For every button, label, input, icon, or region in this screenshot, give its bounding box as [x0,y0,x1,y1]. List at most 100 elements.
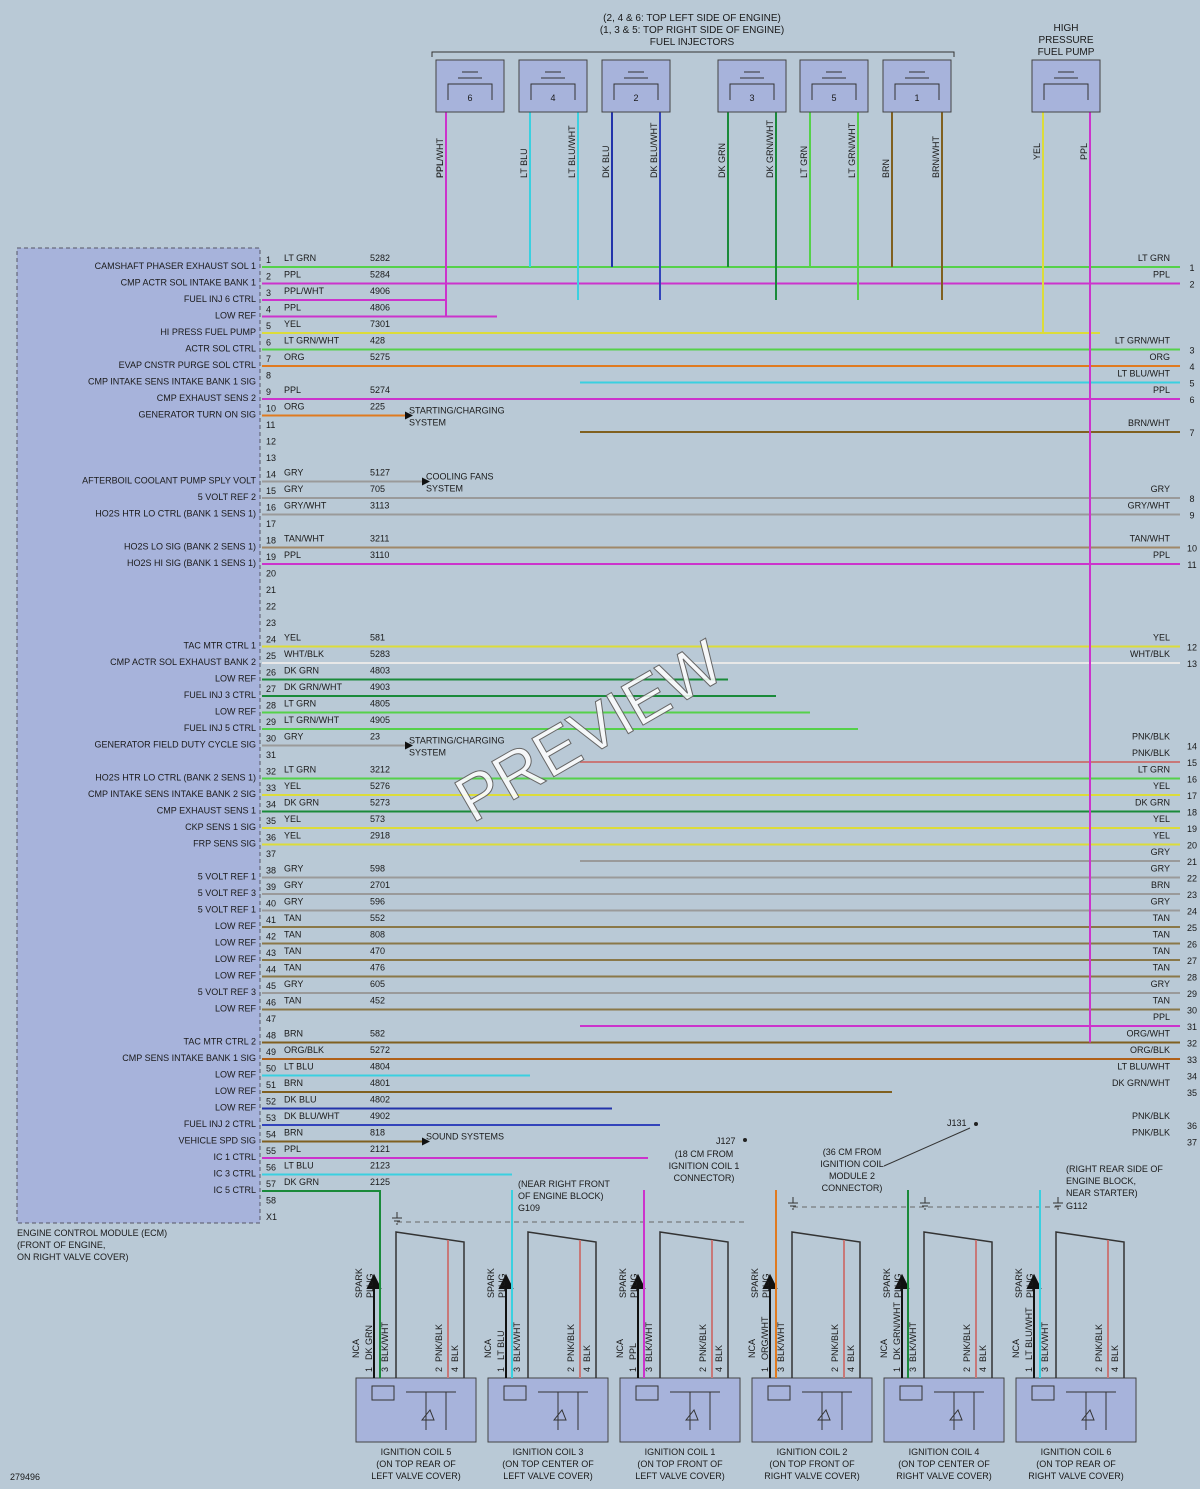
ecm-pin-number: 35 [266,816,276,826]
ecm-pin-signal: LOW REF [215,954,257,964]
nca-label: NCA [879,1339,889,1358]
coil-driver-icon [670,1391,720,1430]
coil-name: IGNITION COIL 1 [645,1447,716,1457]
ecm-pin-wire-color: YEL [284,633,301,643]
right-connector-pin: 10 [1187,544,1197,554]
coil-pin: 1 [628,1367,638,1372]
spark-plug-label: SPARK [354,1268,364,1298]
coil-pin: 1 [496,1367,506,1372]
right-connector-pin: 16 [1187,775,1197,785]
ecm-pin-signal: HO2S HTR LO CTRL (BANK 2 SENS 1) [95,773,256,783]
injector-wire-color: DK GRN/WHT [765,120,775,178]
coil-winding-icon [899,1385,923,1401]
wires-layer [262,112,1180,1192]
ecm-pin-signal: LOW REF [215,707,257,717]
right-connector-pin: 4 [1189,362,1194,372]
ecm-pin-circuit: 5272 [370,1045,390,1055]
ecm-pin-number: 39 [266,882,276,892]
ecm-pin-signal: CMP EXHAUST SENS 2 [157,393,256,403]
right-wire-color: GRY/WHT [1128,501,1171,511]
right-wire-color: TAN [1153,930,1170,940]
ecm-pin-signal: GENERATOR TURN ON SIG [138,410,256,420]
coil-name: IGNITION COIL 3 [513,1447,584,1457]
ground-icon [788,1197,798,1210]
ecm-pin-wire-color: TAN [284,963,301,973]
ecm-pin-number: 26 [266,668,276,678]
right-connector-pin: 24 [1187,907,1197,917]
ecm-pin-number: 34 [266,800,276,810]
j127-label: J127 [716,1136,736,1146]
right-wire-color: GRY [1151,897,1170,907]
ecm-pin-wire-color: WHT/BLK [284,649,324,659]
ecm-pin-number: 29 [266,717,276,727]
right-wire-color: GRY [1151,979,1170,989]
ecm-pin-number: 4 [266,305,271,315]
coil-pin: 3 [512,1367,522,1372]
coil-location: RIGHT VALVE COVER) [896,1471,992,1481]
right-wire-color: PPL [1153,270,1170,280]
injector-box [518,59,588,113]
ecm-pin-circuit: 3212 [370,765,390,775]
coil-box [751,1377,873,1443]
ecm-pin-signal: CMP EXHAUST SENS 1 [157,806,256,816]
ecm-pin-circuit: 552 [370,913,385,923]
injector-title-3: FUEL INJECTORS [650,37,735,48]
ecm-pin-circuit: 573 [370,814,385,824]
ecm-pin-signal: LOW REF [215,1086,257,1096]
ecm-pin-circuit: 4804 [370,1062,390,1072]
ground-icon [392,1212,402,1225]
coil-pin: 3 [1040,1367,1050,1372]
right-connector-pin: 20 [1187,841,1197,851]
coil-wire-color: BLK/WHT [908,1321,918,1362]
solenoid-icon [613,71,659,100]
coil-wire-color: PNK/BLK [698,1324,708,1362]
spark-plug-label: PLUG [1025,1273,1035,1298]
right-wire-color: YEL [1153,814,1170,824]
right-wire-color: PNK/BLK [1132,1111,1170,1121]
coil-ground-wire [659,1231,729,1378]
coil-box [487,1377,609,1443]
ecm-pin-circuit: 470 [370,946,385,956]
ecm-pin-number: 38 [266,866,276,876]
arrow-icon [422,477,430,486]
coil-wire-color: BLK/WHT [644,1321,654,1362]
arrow-icon [405,411,413,420]
ecm-pin-circuit: 581 [370,633,385,643]
spark-plug-arrow-icon [1026,1273,1042,1378]
pump-box [1031,59,1101,113]
j131-note-3: MODULE 2 [829,1171,875,1181]
ecm-pin-wire-color: YEL [284,814,301,824]
ecm-pin-wire-color: TAN [284,913,301,923]
injector-number: 4 [550,93,555,103]
ecm-pin-circuit: 23 [370,732,380,742]
ecm-pin-wire-color: DK GRN/WHT [284,682,342,692]
ecm-pin-wire-color: TAN/WHT [284,534,325,544]
right-connector-pin: 1 [1189,263,1194,273]
ecm-pin-number: 52 [266,1097,276,1107]
ecm-pin-wire-color: DK BLU [284,1095,317,1105]
ecm-pin-wire-color: GRY [284,880,303,890]
right-connector-pin: 23 [1187,890,1197,900]
ecm-pin-number: 22 [266,602,276,612]
ecm-pin-number: 28 [266,701,276,711]
right-wire-color: PPL [1153,1012,1170,1022]
ecm-pin-signal: CMP SENS INTAKE BANK 1 SIG [122,1053,256,1063]
spark-plug-label: PLUG [365,1273,375,1298]
ecm-pin-wire-color: PPL [284,303,301,313]
ecm-pin-number: 37 [266,849,276,859]
spark-plug-arrow-icon [762,1273,778,1378]
right-connector-pin: 37 [1187,1138,1197,1148]
coil-location: LEFT VALVE COVER) [635,1471,725,1481]
figure-id: 279496 [10,1472,40,1482]
coil-pin: 2 [566,1367,576,1372]
nca-label: NCA [351,1339,361,1358]
injector-number: 6 [467,93,472,103]
spark-plug-label: SPARK [882,1268,892,1298]
arrow-icon [405,741,413,750]
coil-location: (ON TOP FRONT OF [769,1459,855,1469]
coil-pin: 2 [1094,1367,1104,1372]
g112-label: G112 [1066,1201,1087,1211]
